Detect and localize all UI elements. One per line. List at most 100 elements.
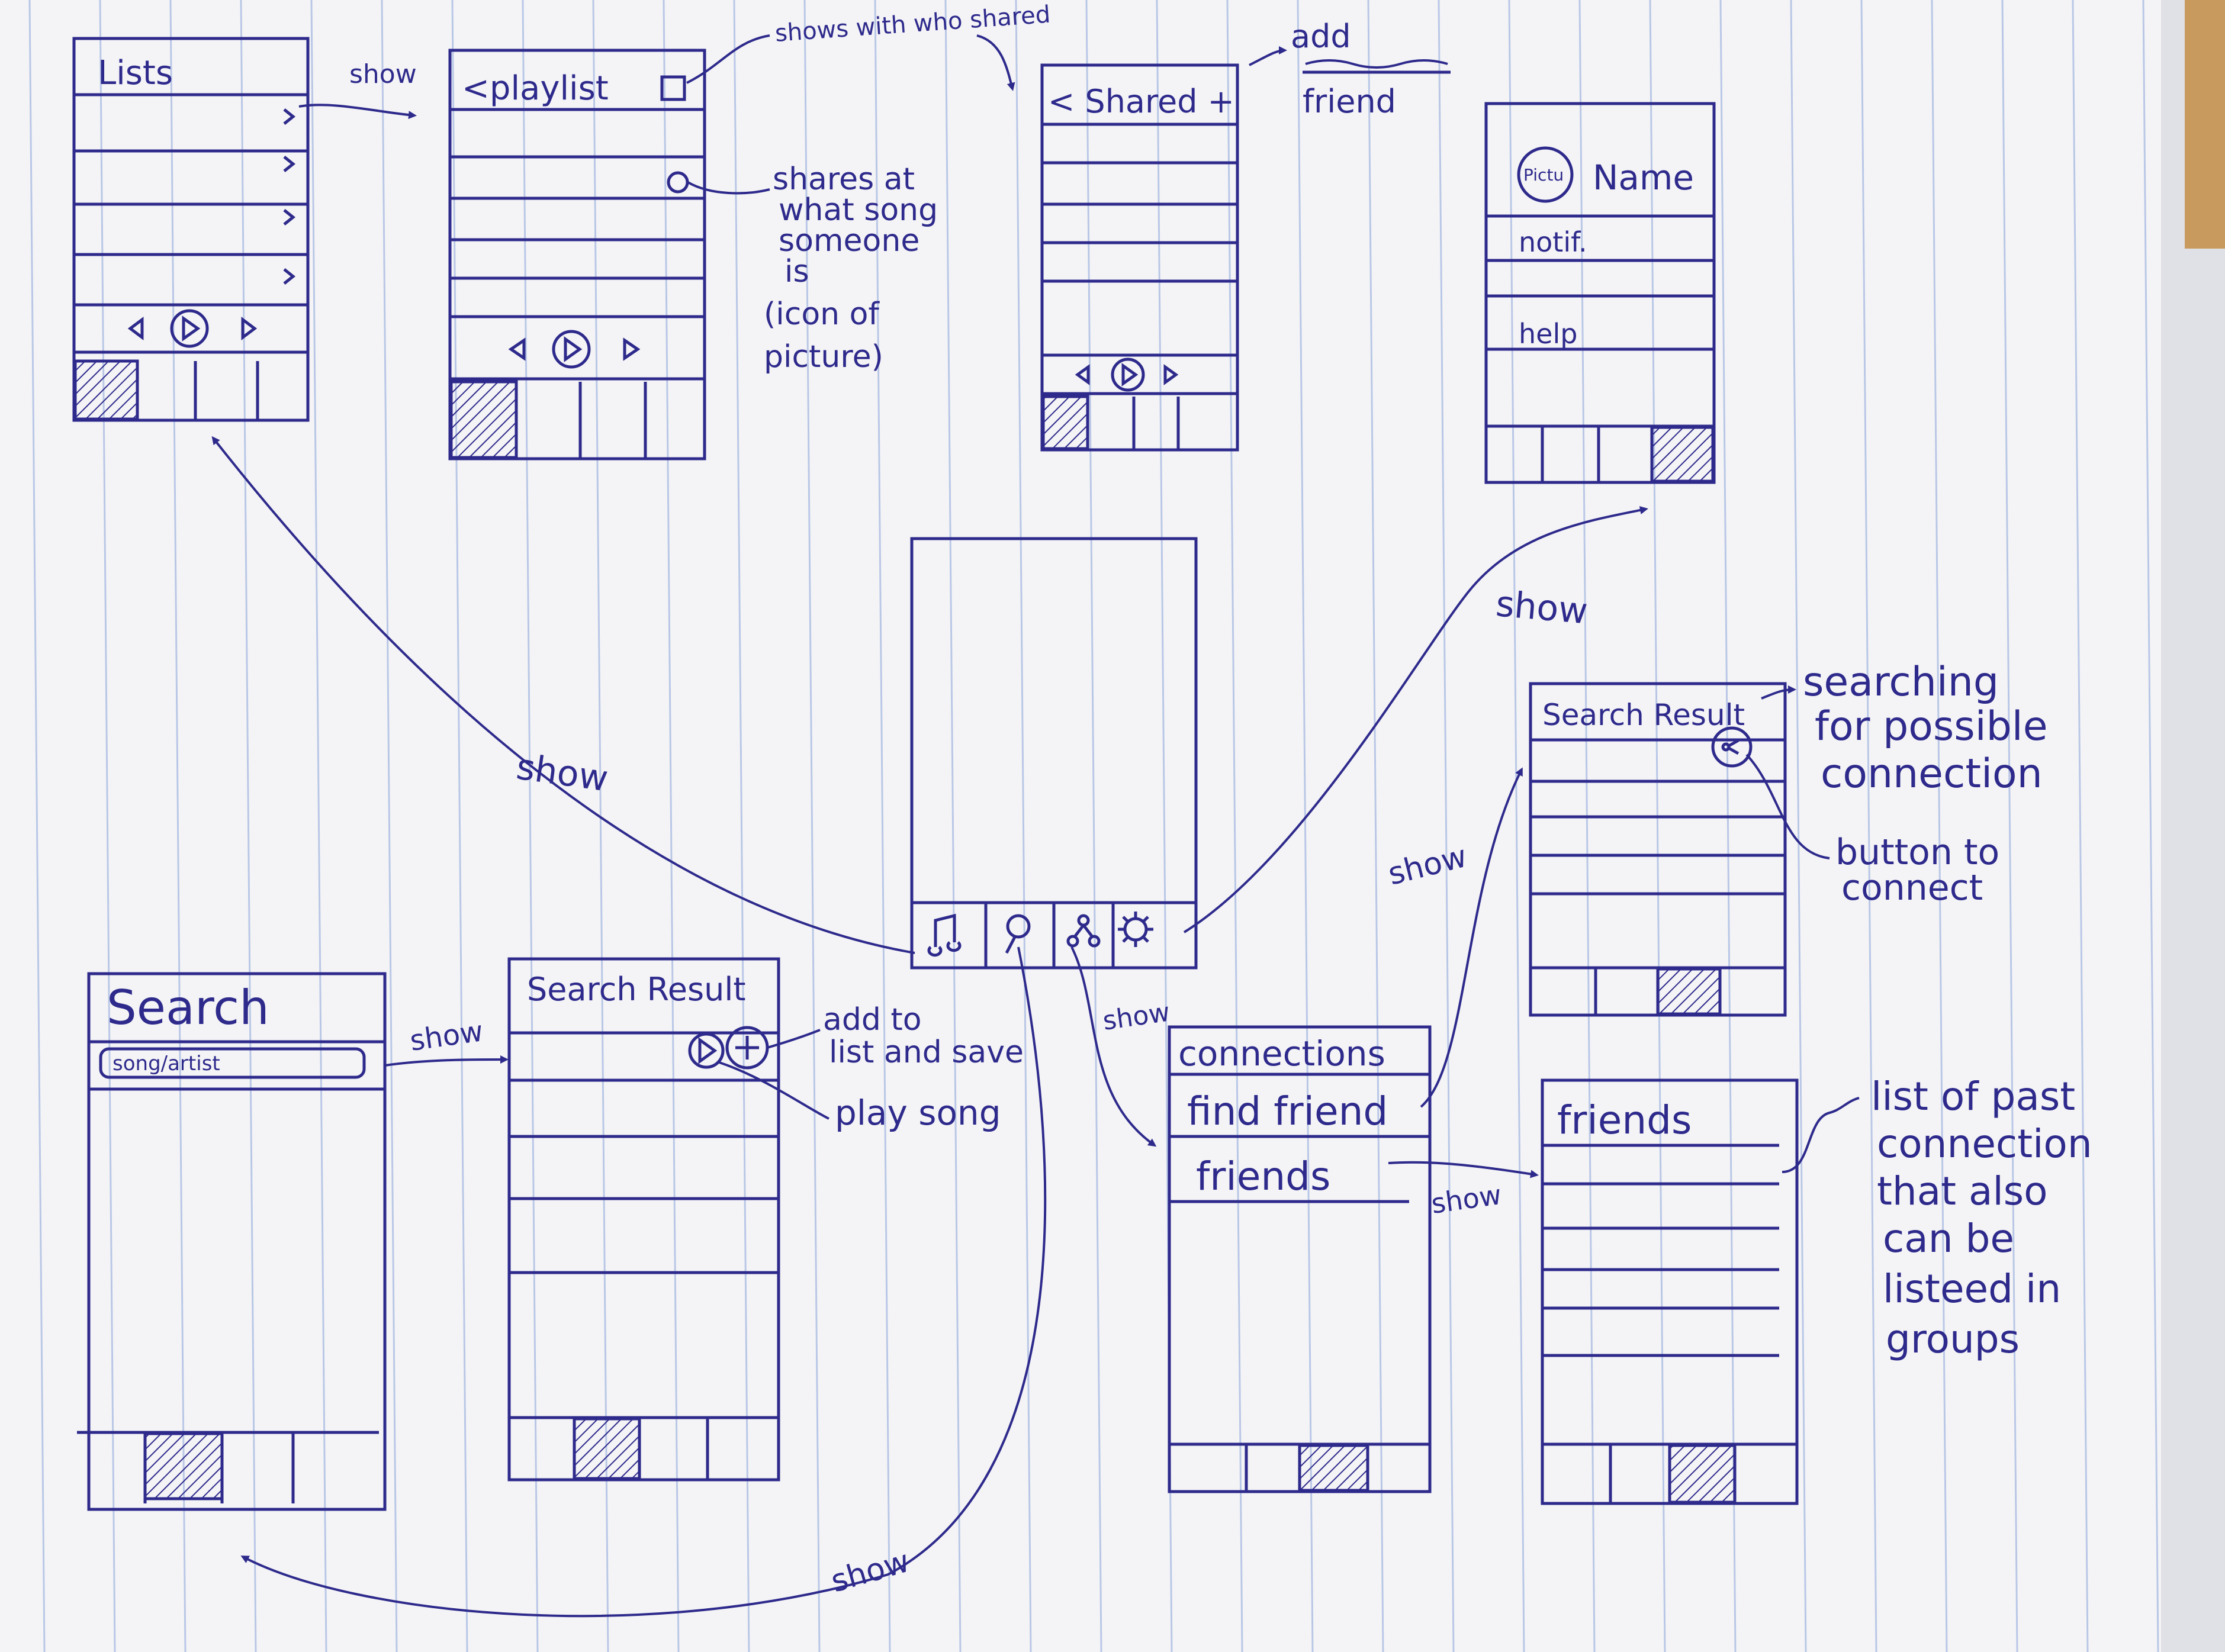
avatar[interactable]: [1517, 146, 1574, 203]
music-note-icon[interactable]: [927, 913, 962, 957]
nav-tab-active[interactable]: [1668, 1444, 1737, 1504]
rule-line: [803, 0, 821, 1652]
avatar-icon: [667, 171, 689, 194]
annotation-line: that also: [1877, 1168, 2048, 1214]
search-icon[interactable]: [1006, 914, 1031, 939]
share-icon-links: [1728, 739, 1740, 755]
lists-title: Lists: [98, 54, 173, 92]
annotation-add-friend: add friend: [1291, 18, 1451, 120]
rule-line: [1085, 0, 1102, 1652]
rule-line: [874, 0, 891, 1652]
rule-line: [310, 0, 327, 1652]
rule-line: [1367, 0, 1384, 1652]
gear-icon-teeth: [1118, 912, 1153, 947]
profile-row-notif[interactable]: notif.: [1519, 226, 1587, 258]
search-input[interactable]: [99, 1047, 366, 1079]
playlist-title: <playlist: [462, 69, 609, 108]
play-icon: [1121, 363, 1139, 387]
gear-icon[interactable]: [1123, 917, 1148, 942]
callout-button-connect: [1745, 753, 1830, 859]
arrow-shared-annotation: [976, 34, 1015, 91]
screen-shared: [1040, 63, 1239, 452]
annotation-line: can be: [1883, 1216, 2014, 1261]
connections-title: connections: [1178, 1033, 1385, 1074]
annotation-line: friend: [1303, 83, 1396, 120]
arrow-lists-to-playlist: [298, 104, 417, 120]
rule-line: [2142, 0, 2159, 1652]
chevron-right-icon[interactable]: [283, 108, 296, 125]
screen-home: [910, 537, 1198, 970]
annotation-line: add: [1291, 18, 1351, 55]
prev-icon[interactable]: [127, 317, 144, 340]
annotation-line: (icon of: [764, 297, 880, 332]
rule-line: [1297, 0, 1314, 1652]
callout-add-to-list: [767, 1029, 821, 1049]
rule-line: [1649, 0, 1666, 1652]
arrow-home-to-profile: [1183, 506, 1648, 933]
chevron-right-icon[interactable]: [283, 156, 296, 172]
annotation-line: is: [784, 254, 809, 289]
shared-with-button[interactable]: [660, 75, 686, 101]
search-placeholder: song/artist: [112, 1052, 220, 1075]
arrow-home-to-lists: [211, 436, 915, 954]
next-icon[interactable]: [241, 317, 258, 340]
share-icon-node: [1088, 935, 1101, 948]
annotation-line: add to: [823, 1002, 922, 1038]
screen-friends: [1541, 1078, 1799, 1505]
search-result-frame: [507, 957, 780, 1482]
nav-tab-active[interactable]: [573, 1417, 641, 1480]
screen-search-result-connect: [1529, 682, 1787, 1017]
next-icon[interactable]: [1163, 364, 1179, 385]
annotation-line: for possible: [1815, 703, 2048, 750]
connections-item-friends[interactable]: friends: [1196, 1154, 1330, 1199]
rule-line: [1438, 0, 1455, 1652]
rule-line: [2001, 0, 2018, 1652]
share-icon-links: [1073, 924, 1094, 939]
next-icon[interactable]: [623, 337, 641, 361]
nav-tab-active[interactable]: [449, 380, 518, 459]
annotation-line: connection: [1877, 1121, 2092, 1167]
connect-button[interactable]: [1711, 726, 1753, 768]
search-frame: [87, 972, 387, 1511]
prev-icon[interactable]: [1075, 364, 1090, 385]
shared-title: < Shared +: [1048, 83, 1234, 120]
rule-line: [1226, 0, 1243, 1652]
rule-line: [1578, 0, 1596, 1652]
screen-lists: [72, 37, 310, 422]
rule-line: [1719, 0, 1737, 1652]
search-result-title: Search Result: [527, 971, 746, 1008]
prev-icon[interactable]: [508, 337, 526, 361]
nav-tab-active[interactable]: [1298, 1444, 1369, 1492]
play-button[interactable]: [552, 330, 591, 369]
chevron-right-icon[interactable]: [283, 209, 296, 226]
lists-frame: [72, 37, 310, 422]
nav-tab-active[interactable]: [1650, 426, 1715, 483]
annotation-button-connect: button to connect: [1835, 832, 1999, 909]
arrow-add-friend-annotation: [1249, 46, 1287, 66]
table-edge: [2185, 0, 2225, 249]
nav-tab-active[interactable]: [143, 1432, 224, 1500]
rule-line: [2072, 0, 2089, 1652]
annotation-add-to-list: add to list and save: [823, 1002, 1024, 1070]
rule-line: [1860, 0, 1877, 1652]
nav-tab-active[interactable]: [1656, 967, 1722, 1016]
annotation-line: what song: [779, 192, 938, 228]
label-show: show: [349, 59, 417, 89]
annotation-shares-song: shares at what song someone is (icon of …: [764, 162, 938, 375]
play-song-button[interactable]: [688, 1032, 725, 1069]
play-button[interactable]: [1111, 358, 1145, 392]
nav-tab-active[interactable]: [73, 359, 139, 421]
plus-icon: [735, 1036, 759, 1060]
arrow-home-to-search: [240, 946, 1047, 1618]
annotation-line: list and save: [829, 1035, 1024, 1070]
annotation-line: connection: [1821, 751, 2043, 797]
connections-item-find-friend[interactable]: find friend: [1187, 1089, 1388, 1134]
profile-row-help[interactable]: help: [1519, 318, 1577, 350]
rule-line: [1508, 0, 1525, 1652]
nav-tab-active[interactable]: [1041, 395, 1089, 450]
profile-picture-label: Pictu: [1523, 165, 1564, 185]
annotation-line: connect: [1841, 867, 1983, 909]
play-button[interactable]: [170, 309, 209, 348]
chevron-right-icon[interactable]: [283, 268, 296, 285]
rule-line: [733, 0, 750, 1652]
